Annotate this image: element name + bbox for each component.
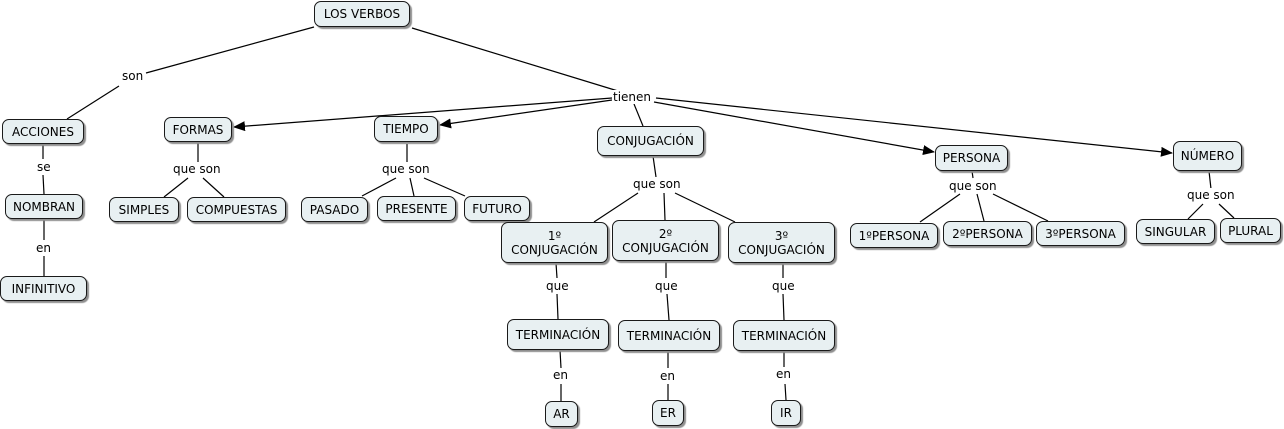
link-que-1: que [545, 279, 570, 293]
link-son: son [121, 69, 145, 83]
link-que-son-tiempo: que son [381, 162, 431, 176]
link-que-3: que [771, 279, 796, 293]
edge-verbos-son [145, 26, 315, 74]
node-persona-2[interactable]: 2ºPERSONA [943, 221, 1032, 246]
node-simples[interactable]: SIMPLES [109, 197, 179, 222]
edge-queson-compuestas [202, 177, 225, 198]
node-formas[interactable]: FORMAS [164, 117, 232, 142]
node-conjugacion[interactable]: CONJUGACIÓN [597, 126, 704, 156]
link-en-1: en [552, 368, 569, 382]
edge-que-term1 [556, 293, 559, 320]
edge-tienen-conjugacion [633, 103, 644, 127]
node-compuestas[interactable]: COMPUESTAS [187, 197, 286, 222]
node-persona-1[interactable]: 1ºPERSONA [850, 223, 938, 248]
edge-que-term2 [666, 293, 670, 321]
node-los-verbos[interactable]: LOS VERBOS [314, 1, 410, 27]
node-conj1[interactable]: 1º CONJUGACIÓN [501, 222, 608, 263]
edge-queson-conj2 [663, 192, 666, 221]
edge-tienen-numero [655, 97, 1173, 157]
edge-queson-presente [409, 177, 415, 197]
edge-queson-simples [163, 177, 189, 198]
node-persona[interactable]: PERSONA [935, 145, 1008, 171]
edge-queson-persona1 [919, 193, 961, 223]
node-tiempo[interactable]: TIEMPO [374, 116, 438, 142]
node-plural[interactable]: PLURAL [1220, 218, 1281, 243]
edge-tienen-tiempo [439, 99, 613, 129]
link-en-3: en [775, 367, 792, 381]
node-conj2[interactable]: 2º CONJUGACIÓN [612, 220, 719, 261]
node-ar[interactable]: AR [545, 401, 578, 427]
node-singular[interactable]: SINGULAR [1136, 219, 1215, 244]
edge-tienen-formas [233, 97, 613, 132]
link-que-son-persona: que son [948, 179, 998, 193]
node-acciones[interactable]: ACCIONES [2, 119, 84, 144]
edge-conjugacion-queson [652, 155, 657, 178]
edge-queson-persona3 [992, 193, 1049, 222]
edge-queson-conj3 [674, 192, 736, 223]
edge-queson-conj1 [593, 192, 639, 223]
node-pasado[interactable]: PASADO [301, 197, 368, 222]
link-que-son-formas: que son [172, 162, 222, 176]
node-presente[interactable]: PRESENTE [377, 196, 456, 221]
link-en-2: en [659, 369, 676, 383]
edge-en-ir [784, 383, 787, 401]
node-ir[interactable]: IR [771, 400, 801, 426]
link-que-2: que [654, 279, 679, 293]
edge-persona-queson [971, 170, 974, 179]
node-nombran[interactable]: NOMBRAN [5, 194, 83, 219]
edge-que-term3 [782, 293, 785, 321]
edge-conj1-que [555, 262, 558, 279]
edge-se-nombran [42, 174, 45, 195]
node-numero[interactable]: NÚMERO [1173, 141, 1242, 171]
edge-queson-plural [1218, 203, 1235, 219]
edge-verbos-tienen [411, 27, 619, 92]
node-er[interactable]: ER [652, 400, 684, 426]
edge-son-acciones [66, 85, 120, 120]
node-infinitivo[interactable]: INFINITIVO [0, 276, 87, 301]
link-se: se [36, 160, 52, 174]
node-terminacion-2[interactable]: TERMINACIÓN [618, 320, 720, 351]
edge-term1-en [559, 349, 562, 369]
node-terminacion-1[interactable]: TERMINACIÓN [507, 319, 609, 350]
edge-queson-futuro [423, 177, 466, 197]
node-terminacion-3[interactable]: TERMINACIÓN [733, 320, 835, 351]
node-futuro[interactable]: FUTURO [464, 196, 530, 221]
edge-tienen-persona [653, 101, 935, 155]
link-que-son-conjugacion: que son [632, 177, 682, 191]
link-que-son-numero: que son [1186, 188, 1236, 202]
edge-queson-pasado [361, 177, 397, 197]
edge-numero-queson [1208, 170, 1212, 190]
edge-queson-persona2 [976, 193, 985, 222]
node-persona-3[interactable]: 3ºPERSONA [1036, 221, 1125, 246]
node-conj3[interactable]: 3º CONJUGACIÓN [728, 222, 835, 263]
link-tienen: tienen [612, 90, 653, 104]
link-en-infinitivo: en [35, 241, 52, 255]
edge-queson-singular [1187, 203, 1204, 220]
